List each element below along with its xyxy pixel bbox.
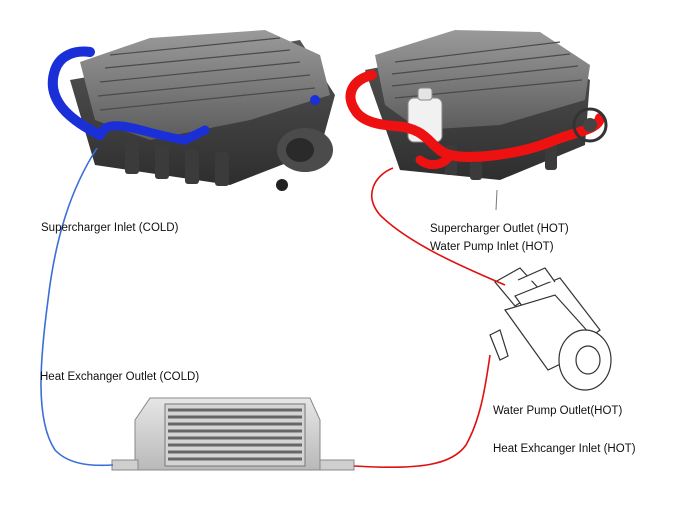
label-supercharger-inlet: Supercharger Inlet (COLD) — [41, 222, 179, 234]
water-pump-icon — [489, 267, 612, 391]
hot-line-supercharger-to-pump — [371, 167, 506, 286]
heat-exchanger-icon — [111, 397, 355, 471]
cold-line — [40, 147, 114, 467]
label-supercharger-outlet: Supercharger Outlet (HOT) — [430, 223, 569, 235]
supercharger-cold-icon — [47, 30, 335, 191]
label-heat-exchanger-inlet: Heat Exhcanger Inlet (HOT) — [493, 443, 636, 455]
label-heat-exchanger-outlet: Heat Exchanger Outlet (COLD) — [40, 371, 200, 383]
hot-line-pump-to-exchanger — [353, 354, 491, 469]
label-water-pump-inlet: Water Pump Inlet (HOT) — [430, 241, 554, 253]
supercharger-hot-icon — [345, 30, 608, 180]
leader-line — [495, 189, 498, 211]
label-water-pump-outlet: Water Pump Outlet(HOT) — [493, 405, 623, 417]
